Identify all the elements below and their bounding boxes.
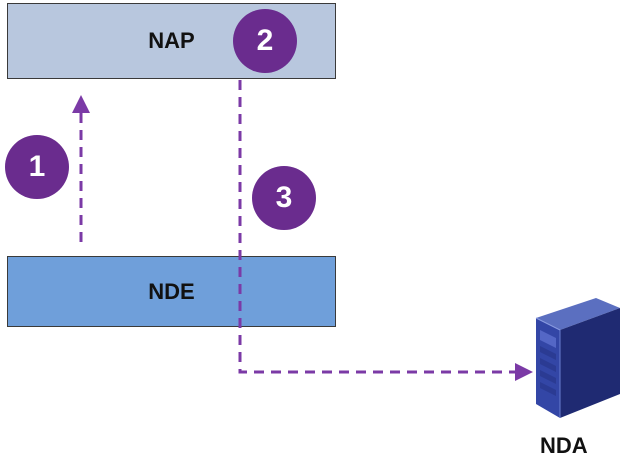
step-2-number: 2 <box>256 24 274 57</box>
step-1-badge: 1 <box>5 135 69 199</box>
arrow-nap-to-nda <box>238 80 533 381</box>
step-2-badge: 2 <box>233 9 297 73</box>
step-1-number: 1 <box>28 150 46 183</box>
step-3-badge: 3 <box>252 166 316 230</box>
nap-label: NAP <box>148 28 195 53</box>
nde-box: NDE <box>7 256 336 327</box>
server-icon <box>535 298 620 418</box>
nde-label: NDE <box>148 278 195 304</box>
step-3-number: 3 <box>275 181 293 214</box>
nda-label: NDA <box>540 433 588 458</box>
